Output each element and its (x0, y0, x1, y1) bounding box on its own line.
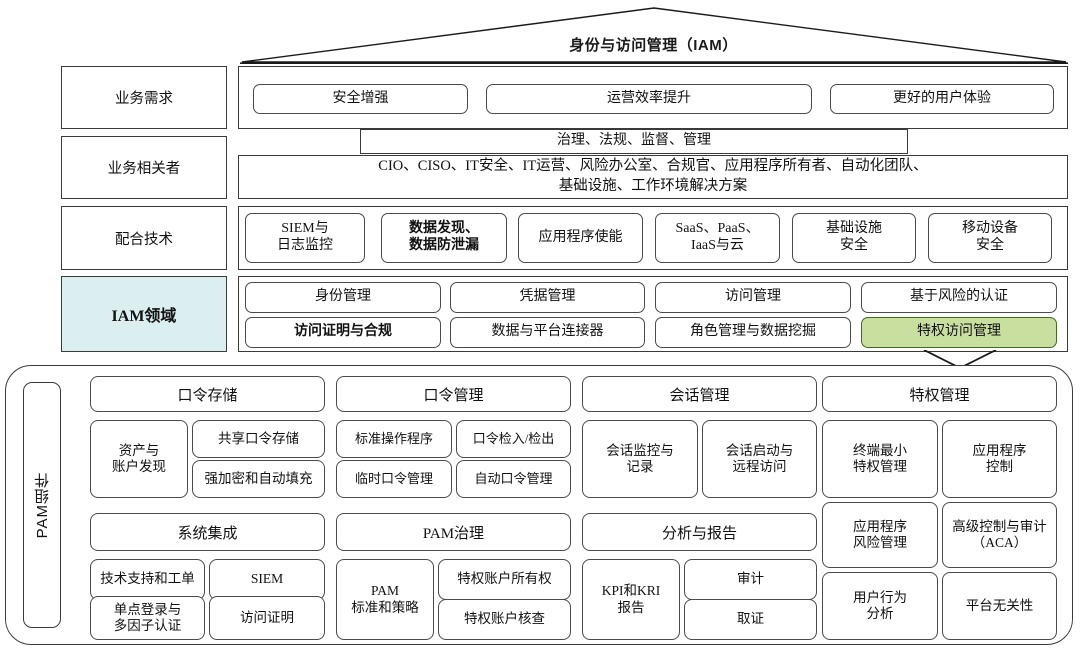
iam-role-mgmt-mining[interactable]: 角色管理与数据挖掘 (655, 317, 851, 348)
tech-data-discovery-label: 数据发现、数据防泄漏 (409, 221, 479, 253)
roof-triangle (240, 7, 1068, 65)
pam-endpoint-least-privilege[interactable]: 终端最小特权管理 (822, 420, 938, 498)
tech-app-enablement[interactable]: 应用程序使能 (518, 213, 643, 263)
need-security[interactable]: 安全增强 (253, 84, 468, 114)
tech-app-enablement-label: 应用程序使能 (538, 229, 623, 245)
pam-automatic-password-mgmt[interactable]: 自动口令管理 (456, 460, 571, 498)
pam-col1-head2[interactable]: 系统集成 (90, 513, 325, 551)
pam-standard-operating-procedure[interactable]: 标准操作程序 (336, 420, 452, 458)
pam-col4-head[interactable]: 特权管理 (822, 376, 1057, 412)
pam-session-monitoring-recording[interactable]: 会话监控与记录 (582, 420, 698, 498)
pam-application-control[interactable]: 应用程序控制 (942, 420, 1057, 498)
row-label-supporting-tech: 配合技术 (61, 206, 227, 270)
row-label-stakeholders: 业务相关者 (61, 136, 227, 199)
stakeholders-text: CIO、CISO、IT安全、IT运营、风险办公室、合规官、应用程序所有者、自动化… (240, 156, 1066, 198)
iam-risk-based-auth[interactable]: 基于风险的认证 (861, 282, 1057, 313)
need-user-experience[interactable]: 更好的用户体验 (830, 84, 1054, 114)
pam-platform-agnostic[interactable]: 平台无关性 (942, 572, 1057, 640)
roof-title: 身份与访问管理（IAM） (569, 37, 738, 54)
iam-identity-mgmt[interactable]: 身份管理 (245, 282, 441, 313)
tech-data-discovery[interactable]: 数据发现、数据防泄漏 (381, 213, 507, 263)
pam-access-certification[interactable]: 访问证明 (209, 596, 325, 640)
tech-mobile-label: 移动设备安全 (962, 221, 1018, 253)
iam-access-mgmt[interactable]: 访问管理 (655, 282, 851, 313)
pam-col1-head[interactable]: 口令存储 (90, 376, 325, 412)
tech-infra-label: 基础设施安全 (826, 221, 882, 253)
pam-col3-head2[interactable]: 分析与报告 (582, 513, 817, 551)
pam-forensics[interactable]: 取证 (684, 599, 817, 640)
stakeholders-line-1: CIO、CISO、IT安全、IT运营、风险办公室、合规官、应用程序所有者、自动化… (378, 158, 928, 175)
pam-components-label-text: PAM组件 (33, 471, 51, 539)
iam-data-platform-connectors[interactable]: 数据与平台连接器 (450, 317, 645, 348)
governance-bar: 治理、法规、监督、管理 (360, 129, 908, 154)
pam-password-checkin-checkout[interactable]: 口令检入/检出 (456, 420, 571, 458)
pam-sso-mfa[interactable]: 单点登录与多因子认证 (90, 596, 205, 640)
pam-support-ticketing[interactable]: 技术支持和工单 (90, 559, 205, 600)
pam-privileged-account-ownership[interactable]: 特权账户所有权 (438, 559, 571, 600)
iam-credential-mgmt[interactable]: 凭据管理 (450, 282, 645, 313)
tech-infrastructure-security[interactable]: 基础设施安全 (792, 213, 916, 263)
tech-cloud[interactable]: SaaS、PaaS、IaaS与云 (655, 213, 780, 263)
iam-privileged-access-mgmt[interactable]: 特权访问管理 (861, 317, 1057, 348)
tech-cloud-label: SaaS、PaaS、IaaS与云 (675, 221, 760, 253)
pam-session-launch-remote-access[interactable]: 会话启动与远程访问 (702, 420, 817, 498)
pam-application-risk-mgmt[interactable]: 应用程序风险管理 (822, 502, 938, 568)
pam-privileged-account-review[interactable]: 特权账户核查 (438, 599, 571, 640)
pam-asset-account-discovery[interactable]: 资产与账户发现 (90, 420, 188, 498)
row-label-iam-domain: IAM领域 (61, 276, 227, 352)
pam-col2-head[interactable]: 口令管理 (336, 376, 571, 412)
row-label-business-needs: 业务需求 (61, 66, 227, 129)
pam-audit[interactable]: 审计 (684, 559, 817, 600)
tech-siem[interactable]: SIEM与日志监控 (245, 213, 365, 263)
stakeholders-panel (238, 155, 1068, 199)
pam-shared-password-store[interactable]: 共享口令存储 (192, 420, 325, 458)
pam-temporary-password-mgmt[interactable]: 临时口令管理 (336, 460, 452, 498)
pam-components-label: PAM组件 (23, 382, 61, 628)
stakeholders-line-2: 基础设施、工作环境解决方案 (558, 178, 748, 194)
pam-siem[interactable]: SIEM (209, 559, 325, 600)
tech-mobile-security[interactable]: 移动设备安全 (928, 213, 1052, 263)
iam-access-certification[interactable]: 访问证明与合规 (245, 317, 441, 348)
pam-advanced-control-audit[interactable]: 高级控制与审计（ACA） (942, 502, 1057, 568)
tech-siem-label: SIEM与日志监控 (277, 221, 333, 253)
pam-strong-encryption-autofill[interactable]: 强加密和自动填充 (192, 460, 325, 498)
pam-col2-head2[interactable]: PAM治理 (336, 513, 571, 551)
need-efficiency[interactable]: 运营效率提升 (486, 84, 812, 114)
pam-col3-head[interactable]: 会话管理 (582, 376, 817, 412)
pam-user-behavior-analytics[interactable]: 用户行为分析 (822, 572, 938, 640)
